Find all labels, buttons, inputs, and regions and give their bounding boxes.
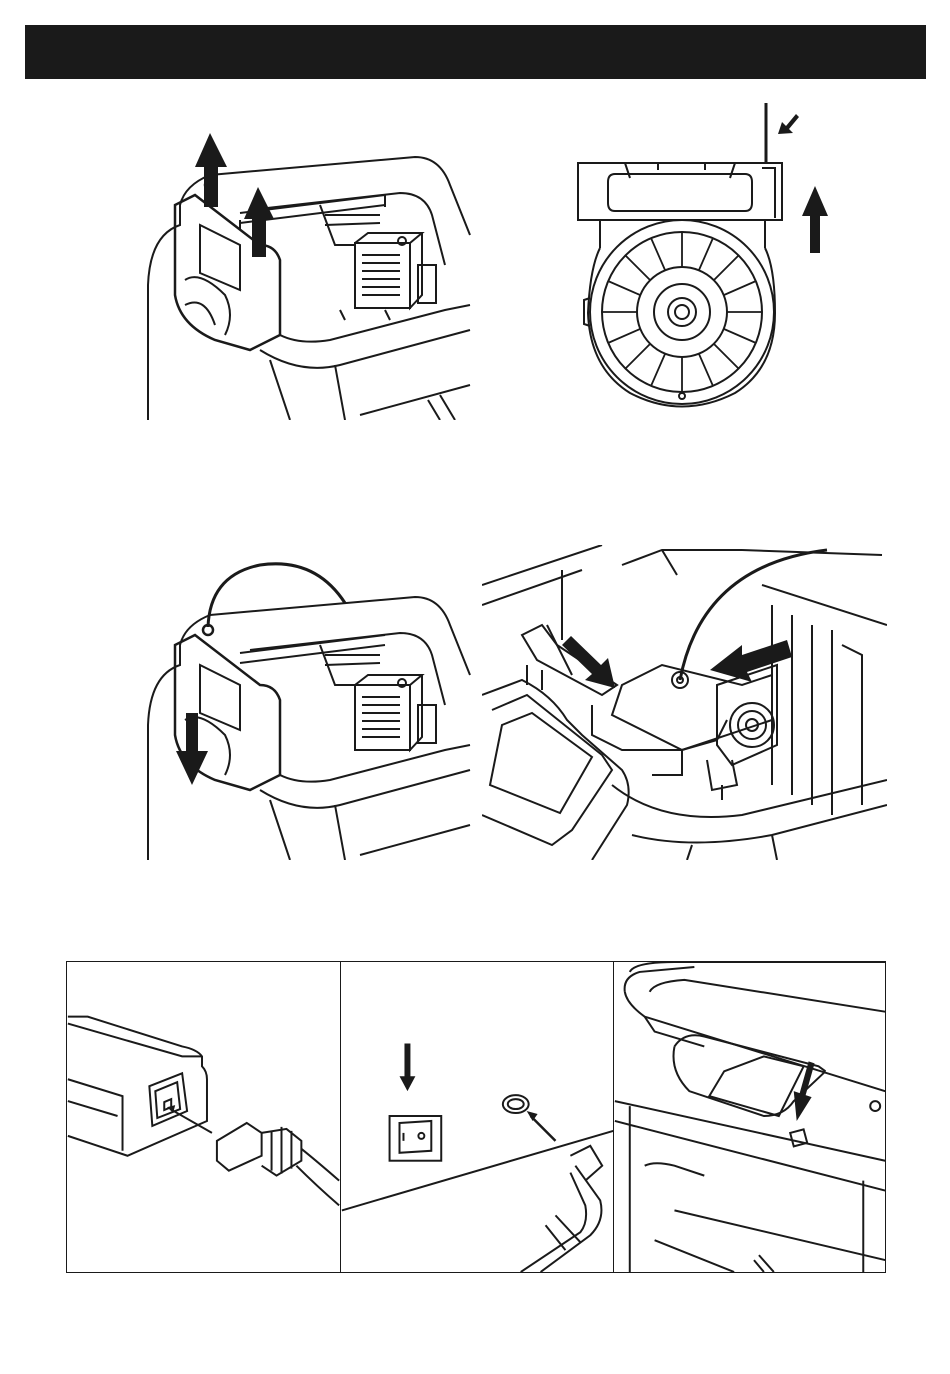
arrow-down-icon	[794, 1061, 815, 1121]
arrow-down-icon	[400, 1043, 416, 1091]
figure-filament-feed	[140, 555, 475, 860]
figure-spool-holder	[570, 98, 840, 420]
figure-extruder-insert	[482, 545, 887, 860]
arrow-left-icon	[710, 640, 792, 682]
figure-printer-guide-lift	[140, 95, 475, 420]
power-step-panel-1	[67, 962, 340, 1272]
power-button-icon	[503, 1095, 529, 1113]
arrow-down-right-icon	[562, 636, 615, 688]
power-step-panel-3	[613, 962, 886, 1272]
arrow-up-icon	[195, 133, 274, 257]
small-arrow-icon	[778, 114, 799, 134]
rocker-switch-icon	[341, 962, 614, 1272]
arrow-up-icon	[802, 186, 828, 253]
power-plug-icon	[67, 962, 340, 1272]
power-steps-box	[66, 961, 886, 1273]
section-header-bar	[25, 25, 926, 79]
power-button-icon	[614, 962, 886, 1272]
power-step-panel-2	[340, 962, 614, 1272]
